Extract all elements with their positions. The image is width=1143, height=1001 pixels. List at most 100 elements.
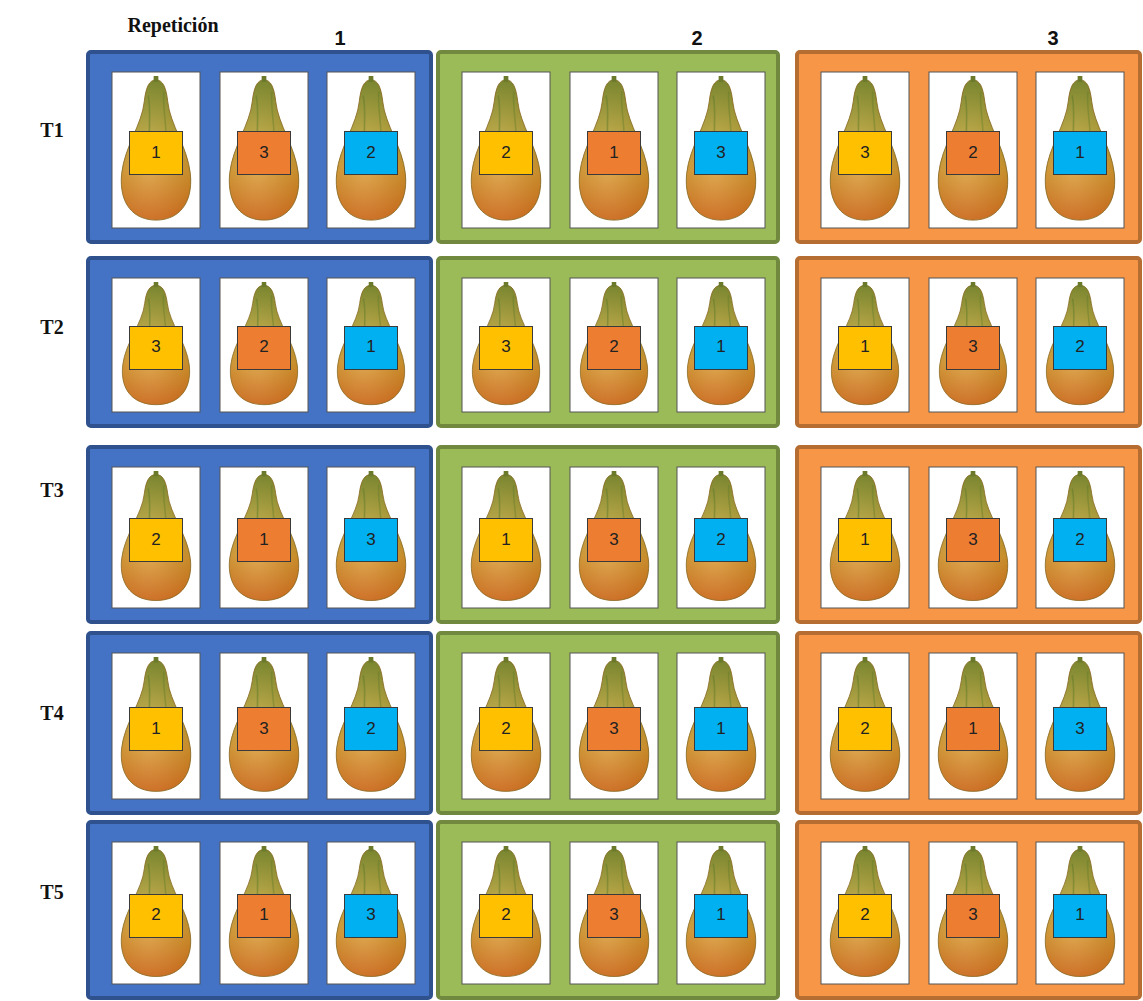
fruit-card: [462, 278, 550, 412]
sample-number: 1: [716, 720, 725, 739]
sample-number: 3: [366, 531, 375, 550]
fruit-card: [327, 72, 415, 228]
repetition-panel: [438, 822, 778, 998]
papaya-illustration: [230, 282, 297, 405]
treatment-label: T3: [40, 479, 63, 501]
sample-tag: 1: [479, 518, 533, 562]
repetition-panel: [797, 633, 1140, 813]
sample-number: 1: [968, 720, 977, 739]
fruit-card: [220, 278, 308, 412]
fruit-card: [570, 278, 658, 412]
repetition-panel: [88, 447, 431, 622]
sample-number: 2: [860, 906, 869, 925]
fruit-card: [1036, 467, 1124, 608]
repetition-panel: [797, 447, 1140, 622]
sample-number: 1: [259, 531, 268, 550]
sample-number: 2: [968, 144, 977, 163]
fruit-card: [570, 653, 658, 799]
sample-tag: 2: [587, 326, 641, 370]
fruit-card: [570, 842, 658, 984]
repetition-panel: [88, 822, 431, 998]
papaya-illustration: [830, 471, 899, 601]
repetition-panel: [438, 258, 778, 426]
repetition-panel: [797, 822, 1140, 998]
fruit-card: [677, 842, 765, 984]
sample-tag: 2: [479, 131, 533, 175]
papaya-illustration: [579, 846, 648, 976]
papaya-illustration: [686, 76, 755, 220]
fruit-card: [677, 653, 765, 799]
papaya-illustration: [579, 471, 648, 601]
treatment-label: T1: [40, 119, 63, 141]
treatment-label: T4: [40, 702, 63, 724]
papaya-illustration: [121, 471, 190, 601]
sample-number: 1: [366, 338, 375, 357]
repetition-panel: [438, 447, 778, 622]
sample-tag: 1: [694, 894, 748, 938]
fruit-card: [1036, 278, 1124, 412]
papaya-illustration: [686, 657, 755, 791]
sample-number: 3: [968, 906, 977, 925]
papaya-illustration: [939, 282, 1006, 405]
sample-tag: 1: [129, 707, 183, 751]
repetition-panel: [88, 633, 431, 813]
fruit-card: [929, 467, 1017, 608]
fruit-card: [462, 72, 550, 228]
sample-tag: 2: [946, 131, 1000, 175]
sample-number: 1: [501, 531, 510, 550]
papaya-illustration: [121, 846, 190, 976]
fruit-card: [112, 72, 200, 228]
papaya-illustration: [1046, 282, 1113, 405]
repetition-panel: [797, 258, 1140, 426]
axis-heading: Repetición: [127, 14, 218, 36]
sample-tag: 2: [1053, 518, 1107, 562]
sample-tag: 3: [838, 131, 892, 175]
sample-tag: 2: [1053, 326, 1107, 370]
repetition-panel: [88, 52, 431, 242]
fruit-card: [220, 842, 308, 984]
papaya-illustration: [830, 657, 899, 791]
fruit-card: [929, 72, 1017, 228]
fruit-card: [327, 653, 415, 799]
sample-tag: 1: [838, 518, 892, 562]
sample-tag: 2: [838, 894, 892, 938]
fruit-card: [220, 467, 308, 608]
sample-tag: 2: [694, 518, 748, 562]
sample-tag: 1: [946, 707, 1000, 751]
sample-tag: 1: [1053, 894, 1107, 938]
sample-number: 2: [1075, 338, 1084, 357]
papaya-illustration: [831, 282, 898, 405]
fruit-card: [462, 842, 550, 984]
fruit-card: [821, 653, 909, 799]
sample-tag: 3: [587, 707, 641, 751]
sample-tag: 2: [344, 707, 398, 751]
papaya-illustration: [229, 657, 298, 791]
sample-number: 3: [968, 531, 977, 550]
fruit-card: [462, 467, 550, 608]
fruit-card: [327, 278, 415, 412]
sample-number: 2: [609, 338, 618, 357]
sample-tag: 1: [237, 894, 291, 938]
sample-tag: 3: [587, 518, 641, 562]
sample-number: 1: [1075, 144, 1084, 163]
papaya-illustration: [579, 657, 648, 791]
fruit-card: [570, 72, 658, 228]
sample-tag: 3: [237, 707, 291, 751]
fruit-card: [327, 467, 415, 608]
sample-number: 2: [151, 531, 160, 550]
papaya-illustration: [1045, 76, 1114, 220]
sample-number: 1: [259, 906, 268, 925]
fruit-card: [929, 653, 1017, 799]
fruit-card: [821, 278, 909, 412]
fruit-card: [327, 842, 415, 984]
papaya-illustration: [938, 471, 1007, 601]
papaya-illustration: [938, 846, 1007, 976]
fruit-card: [677, 72, 765, 228]
sample-tag: 3: [694, 131, 748, 175]
sample-tag: 3: [587, 894, 641, 938]
papaya-illustration: [830, 76, 899, 220]
sample-number: 3: [151, 338, 160, 357]
sample-tag: 3: [344, 518, 398, 562]
column-number: 3: [1047, 27, 1058, 49]
sample-tag: 1: [694, 707, 748, 751]
